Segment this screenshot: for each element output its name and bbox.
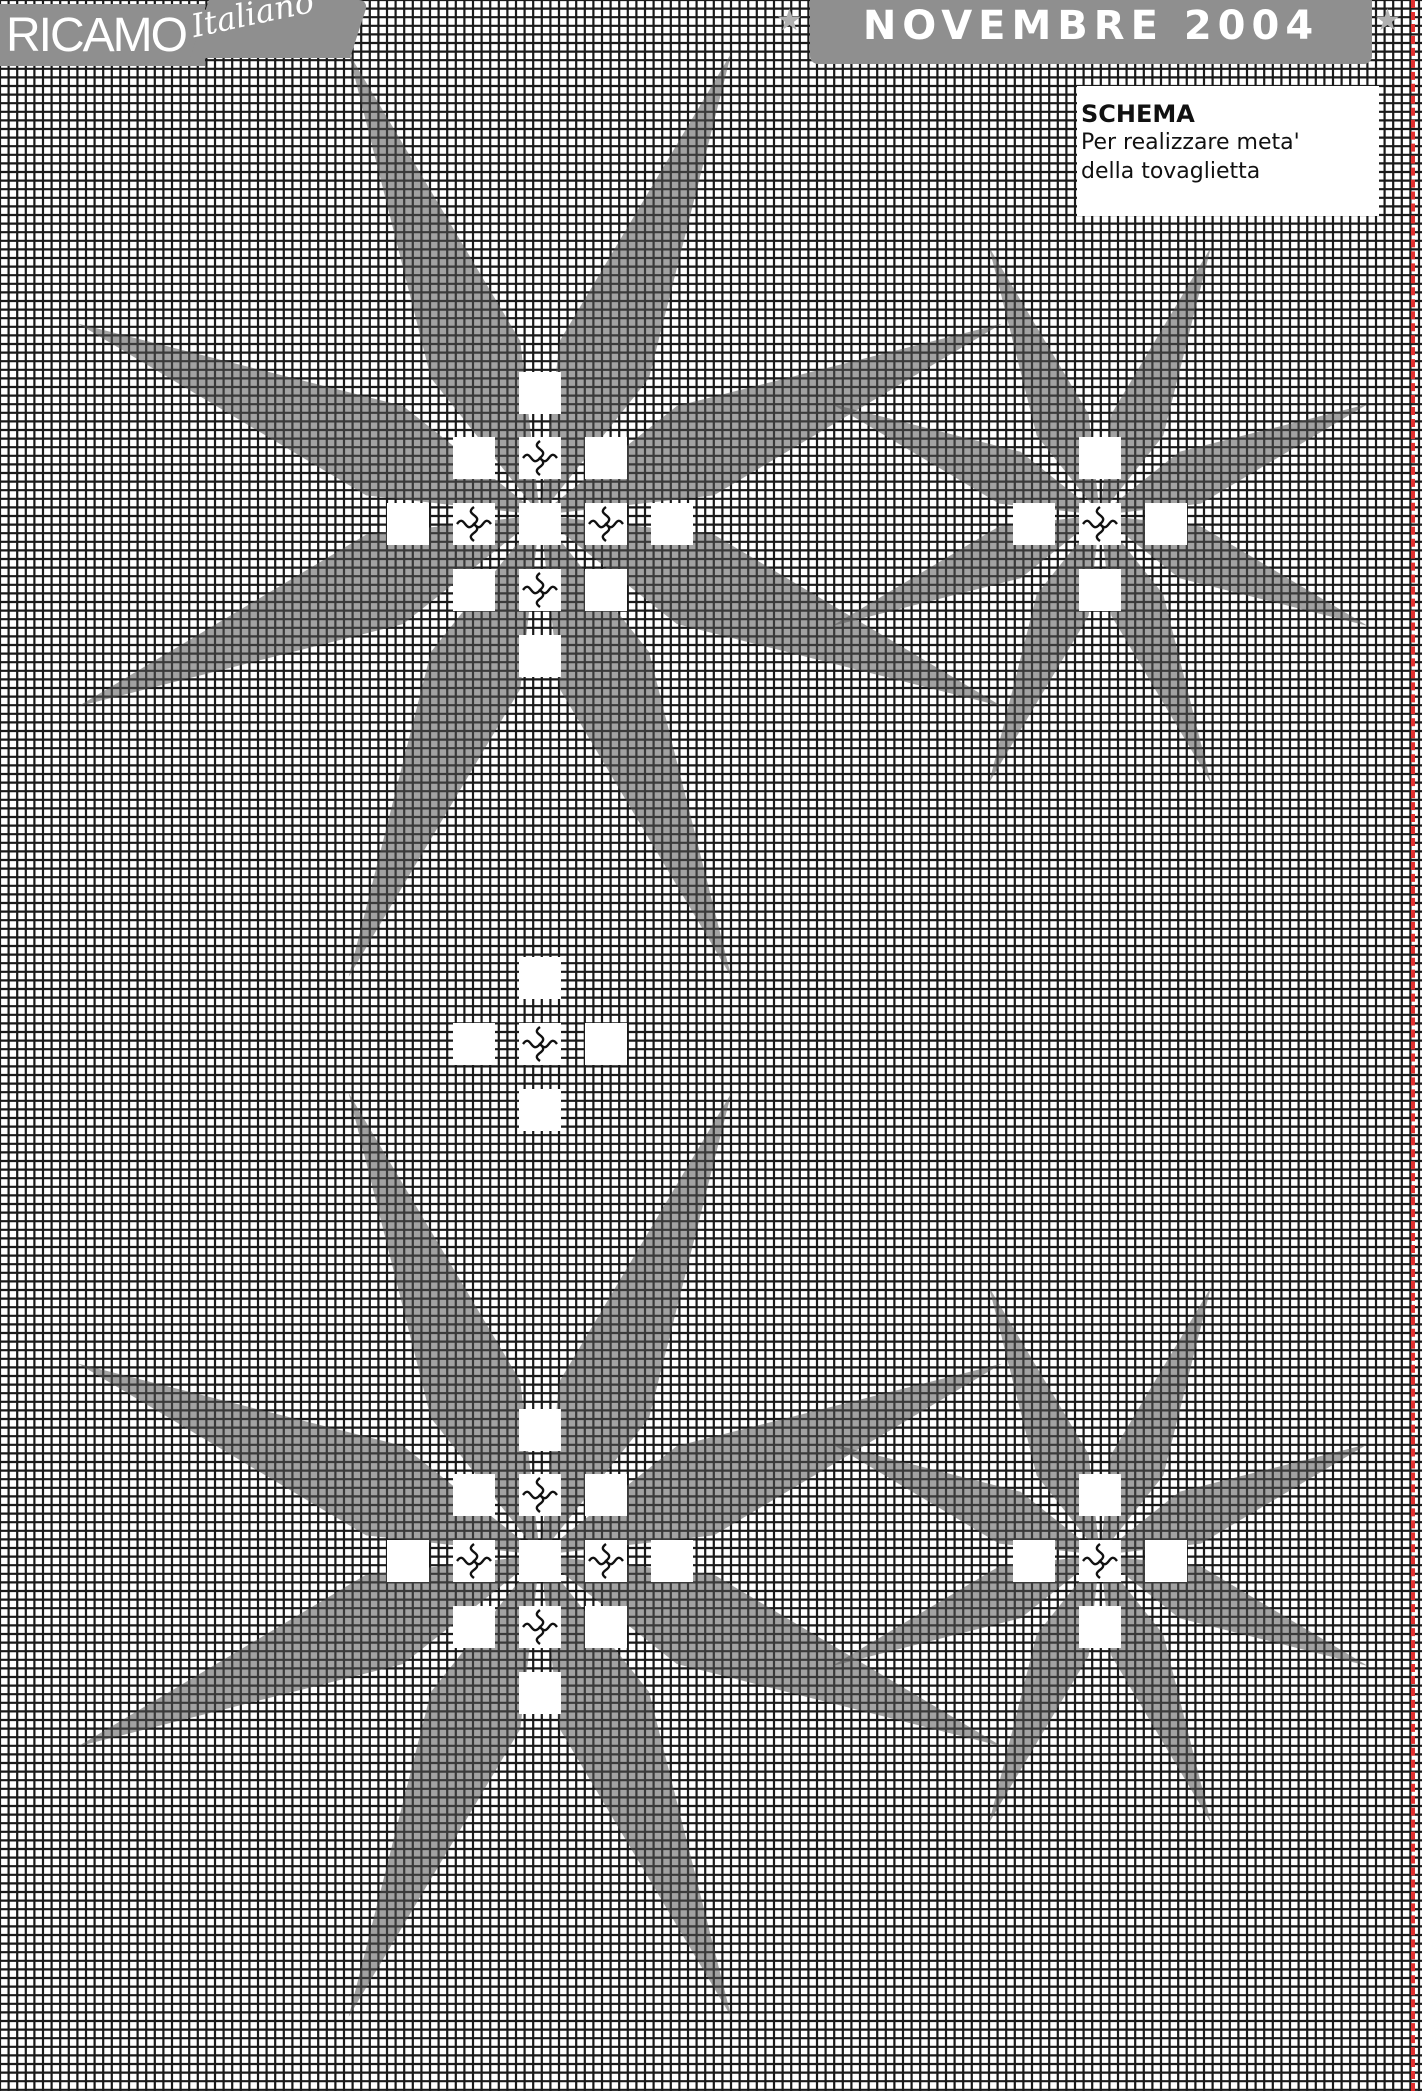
open-square (387, 503, 429, 545)
open-square (1079, 437, 1121, 479)
flower-stitch-icon (1079, 1540, 1121, 1582)
open-square (453, 1474, 495, 1516)
open-square (1079, 1474, 1121, 1516)
open-square (1079, 569, 1121, 611)
open-square (453, 437, 495, 479)
open-square (453, 1606, 495, 1648)
cut-line (1411, 0, 1415, 2091)
flower-stitch-icon (519, 569, 561, 611)
flower-stitch-icon (585, 1540, 627, 1582)
open-square (585, 437, 627, 479)
issue-date: NOVEMBRE 2004 (810, 0, 1372, 56)
open-square (1145, 1540, 1187, 1582)
schema-title: SCHEMA (1081, 100, 1379, 128)
open-square (519, 957, 561, 999)
star-icon: ★ (776, 6, 803, 36)
open-square (519, 503, 561, 545)
open-square (1079, 1606, 1121, 1648)
open-square (519, 1409, 561, 1451)
open-square (651, 503, 693, 545)
open-square (585, 1606, 627, 1648)
open-square (453, 1023, 495, 1065)
flower-stitch-icon (519, 437, 561, 479)
open-square (585, 569, 627, 611)
star-icon: ★ (1374, 6, 1401, 36)
open-square (519, 372, 561, 414)
issue-banner: NOVEMBRE 2004 (810, 0, 1372, 64)
flower-stitch-icon (519, 1023, 561, 1065)
schema-label: SCHEMA Per realizzare meta' della tovagl… (1077, 86, 1379, 216)
open-square (1145, 503, 1187, 545)
flower-stitch-icon (519, 1606, 561, 1648)
open-square (519, 635, 561, 677)
flower-stitch-icon (1079, 503, 1121, 545)
schema-description-line-2: della tovaglietta (1081, 157, 1379, 186)
open-square (585, 1474, 627, 1516)
open-square (585, 1023, 627, 1065)
brand-name: RICAMO (6, 8, 186, 64)
open-square (519, 1540, 561, 1582)
open-square (519, 1672, 561, 1714)
brand-logo: RICAMO Italiano (0, 0, 350, 66)
open-square (519, 1089, 561, 1131)
open-square (651, 1540, 693, 1582)
flower-stitch-icon (453, 1540, 495, 1582)
flower-stitch-icon (453, 503, 495, 545)
flower-stitch-icon (585, 503, 627, 545)
open-square (453, 569, 495, 611)
open-square (387, 1540, 429, 1582)
flower-stitch-icon (519, 1474, 561, 1516)
schema-description-line-1: Per realizzare meta' (1081, 128, 1379, 157)
open-square (1013, 503, 1055, 545)
open-square (1013, 1540, 1055, 1582)
